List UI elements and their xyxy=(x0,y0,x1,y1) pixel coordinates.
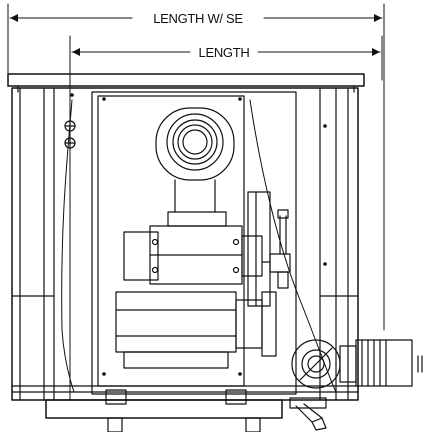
side-bracket xyxy=(247,191,271,307)
outlet-pipe xyxy=(355,339,423,387)
screws xyxy=(70,93,327,376)
flex-hose xyxy=(61,99,75,393)
motor xyxy=(115,291,277,369)
pump-housing xyxy=(123,211,263,285)
length-label: LENGTH xyxy=(199,45,250,60)
vent-outlet xyxy=(155,107,235,213)
length-with-se-label: LENGTH W/ SE xyxy=(153,11,243,26)
dimension-length xyxy=(69,35,383,401)
gauge-bottom xyxy=(64,137,76,149)
base-skid xyxy=(45,389,283,432)
valve-assembly xyxy=(261,209,291,289)
drain-valve xyxy=(289,397,327,431)
top-cap xyxy=(7,73,365,93)
wiring xyxy=(249,99,337,393)
dimension-length-with-se xyxy=(7,3,385,331)
outlet-union xyxy=(291,339,357,389)
